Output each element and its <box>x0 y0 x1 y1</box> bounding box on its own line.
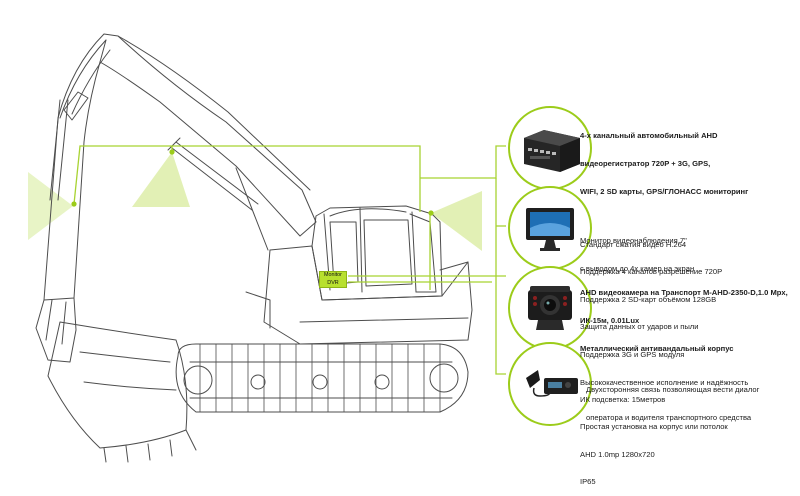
feature-dvr-line-5: Поддержка 3G и GPS модуля <box>580 350 685 360</box>
camera-markers <box>71 149 434 216</box>
cable-lines <box>73 145 506 375</box>
feature-camera-line-2: Простая установка на корпус или потолок <box>580 422 728 432</box>
feature-camera-title-2: ИК-15м, 0.01Lux <box>580 316 640 326</box>
camera-marker-rear <box>428 210 434 216</box>
feature-camera-title-3: Металлический антивандальный корпус <box>580 343 734 353</box>
feature-dvr-title-1: 4-х канальный автомобильный AHD <box>580 131 718 141</box>
feature-dvr-line-3: Поддержка 2 SD-карт объёмом 128GB <box>580 294 717 304</box>
monitor-dvr-label: Monitor DVR <box>319 271 347 288</box>
feature-camera-line-4: IP65 <box>580 477 596 487</box>
camera-cone-right <box>431 191 482 251</box>
excavator-diagram <box>28 33 506 463</box>
feature-radio-line-2: оператора и водителя транспортного средс… <box>586 413 752 423</box>
feature-monitor-line-2: с выводом до 4х камер на экран <box>580 264 695 274</box>
feature-dvr-line-6: Высококачественное исполнение и надёжнос… <box>580 377 749 387</box>
monitor-dvr-label-line1: Monitor <box>324 272 342 278</box>
feature-monitor-line-1: Монитор видеонаблюдения 7" <box>580 236 687 246</box>
radio-circle <box>508 342 592 426</box>
camera-cone-top <box>132 152 190 207</box>
excavator-sketch <box>35 33 473 463</box>
camera-view-cones <box>28 152 482 251</box>
camera-circle <box>508 266 592 350</box>
feature-radio-text: Двухсторонняя связь позволяющая вести ди… <box>586 367 759 431</box>
feature-dvr-line-1: Стандарт сжатия видео H.264 <box>580 239 687 249</box>
feature-camera-line-3: AHD 1.0mp 1280x720 <box>580 449 655 459</box>
feature-dvr-title-2: видеорегистратор 720P + 3G, GPS, <box>580 159 711 169</box>
radio-microphone-icon <box>526 370 578 397</box>
feature-dvr-title-3: WIFI, 2 SD карты, GPS/ГЛОНАСС мониторинг <box>580 186 749 196</box>
camera-cone-left <box>28 172 73 240</box>
camera-icon <box>528 286 572 330</box>
camera-marker-boom <box>71 201 77 207</box>
monitor-dvr-label-line2: DVR <box>327 279 339 286</box>
feature-dvr-line-4: Защита данных от ударов и пыли <box>580 322 699 332</box>
camera-marker-top <box>169 149 175 155</box>
dvr-recorder-icon <box>524 130 580 172</box>
feature-camera-title-1: AHD видеокамера на Транспорт M-AHD-2350-… <box>580 288 788 298</box>
monitor-circle <box>508 186 592 270</box>
monitor-icon <box>526 208 574 251</box>
feature-dvr-text: 4-х канальный автомобильный AHD видеорег… <box>580 113 748 396</box>
feature-dvr-line-2: Поддержка 4 каналов разрешение 720P <box>580 267 723 277</box>
feature-radio-line-1: Двухсторонняя связь позволяющая вести ди… <box>586 385 760 395</box>
feature-monitor-text: Монитор видеонаблюдения 7" с выводом до … <box>580 218 694 282</box>
dvr-recorder-circle <box>508 106 592 190</box>
feature-camera-line-1: ИК подсветка: 15метров <box>580 394 666 404</box>
